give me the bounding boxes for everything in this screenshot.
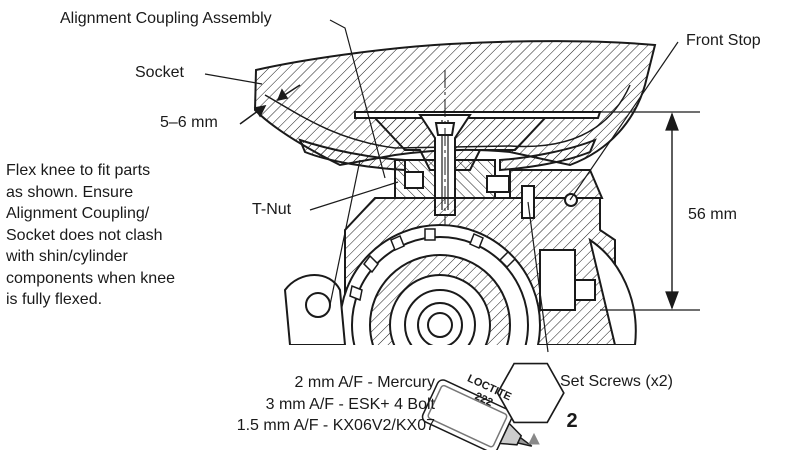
- label-alignment-coupling: Alignment Coupling Assembly: [60, 10, 272, 27]
- step-hexagon: [496, 362, 565, 424]
- instruction-line: Socket does not clash: [6, 226, 163, 244]
- label-thickness: 5–6 mm: [160, 114, 218, 131]
- height-dimension: [598, 111, 700, 311]
- loctite-drop: [528, 432, 540, 445]
- instruction-line: components when knee: [6, 269, 175, 287]
- t-nut: [394, 159, 510, 199]
- coupling-plate: [354, 111, 602, 119]
- socket-shell: [253, 40, 657, 167]
- label-socket: Socket: [135, 64, 184, 81]
- step-number: 2: [566, 410, 578, 432]
- leader-lines: [204, 19, 679, 353]
- instruction-line: with shin/cylinder: [6, 248, 128, 265]
- instruction-line: is fully flexed.: [6, 291, 103, 308]
- instruction-line: Alignment Coupling/: [6, 205, 150, 222]
- ratchet-wheel: [339, 224, 541, 345]
- thickness-arrows: [239, 84, 301, 125]
- side-lug-right: [539, 237, 637, 345]
- label-height-dimension: 56 mm: [688, 206, 737, 223]
- leader-tnut: [309, 181, 399, 211]
- loctite-bottle-icon: [421, 379, 533, 450]
- leader-front-stop: [569, 41, 679, 201]
- tool-line: 2 mm A/F - Mercury: [294, 374, 435, 391]
- instruction-line: as shown. Ensure: [6, 183, 134, 201]
- label-front-stop: Front Stop: [686, 32, 761, 49]
- instruction-line: Flex knee to fit parts: [6, 162, 151, 179]
- leader-socket: [204, 73, 263, 85]
- leader-alignment: [329, 19, 386, 179]
- ratchet-teeth: [349, 228, 517, 302]
- side-lug-left: [283, 274, 347, 345]
- label-t-nut: T-Nut: [252, 201, 292, 218]
- leader-flex: [329, 159, 361, 306]
- instruction-text: Flex knee to fit parts as shown. Ensure …: [6, 160, 175, 311]
- tool-list: 2 mm A/F - Mercury 3 mm A/F - ESK+ 4 Bol…: [150, 372, 435, 437]
- leader-set-screws: [527, 201, 549, 353]
- tool-line: 1.5 mm A/F - KX06V2/KX07: [236, 417, 435, 434]
- label-set-screws: Set Screws (x2): [560, 373, 673, 390]
- tool-line: 3 mm A/F - ESK+ 4 Bolt: [265, 395, 435, 413]
- lower-coupling: [298, 138, 597, 172]
